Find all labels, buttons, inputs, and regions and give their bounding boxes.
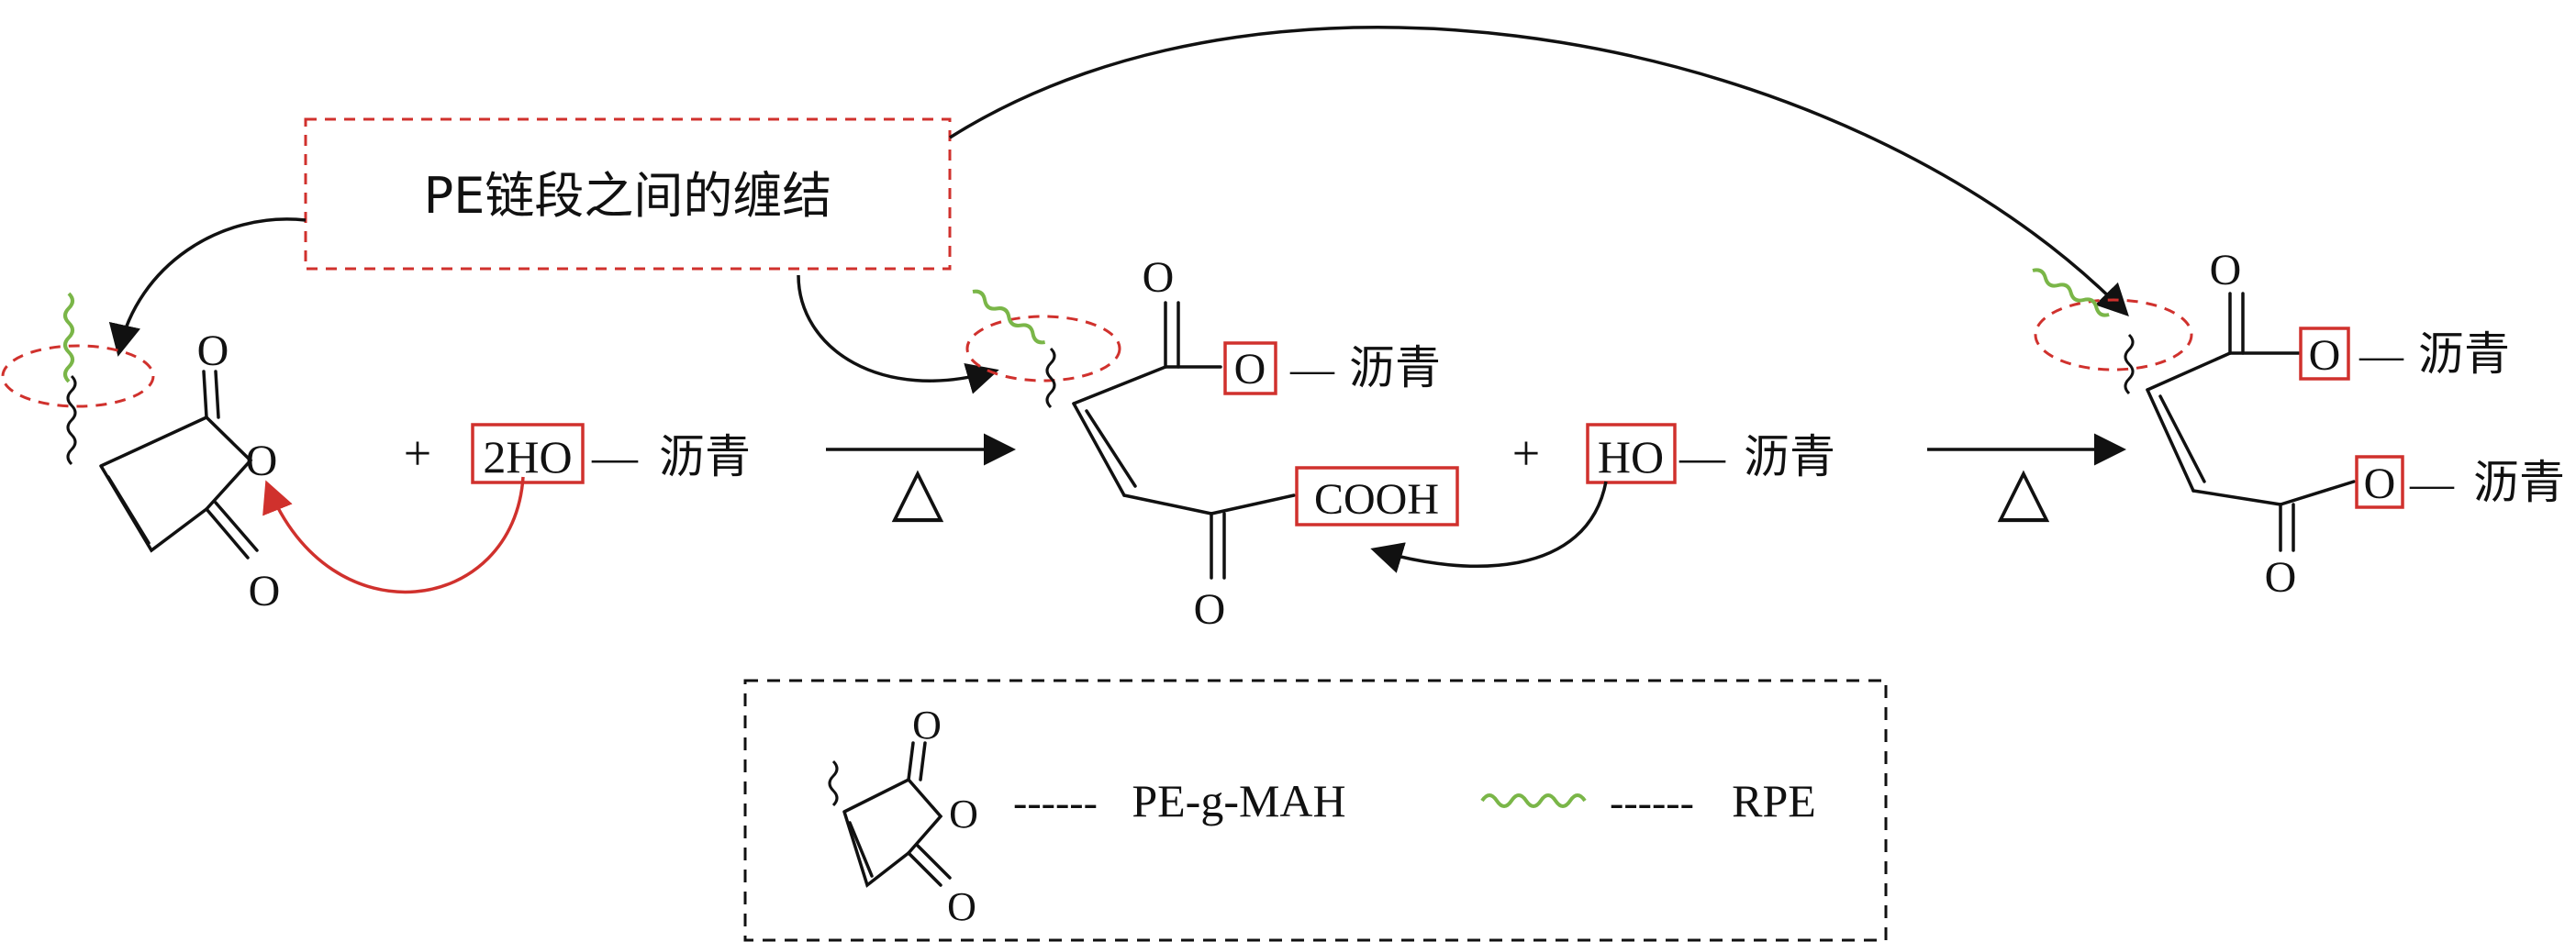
heat-symbol: △ [1998,454,2050,529]
bond-dash: — [591,431,639,482]
reagent-ho: HO [1598,431,1664,482]
highlight-box [471,423,585,484]
highlight-box [1295,466,1459,526]
cooh-label: COOH [1314,475,1439,524]
plus-sign: + [404,426,431,481]
o-label: O [249,567,281,615]
reagent-ho-asphalt: HO — 沥青 [1370,423,1835,573]
graft-site-ellipse-2 [965,315,1121,382]
pe-chain-2 [1045,347,1056,409]
callout-label: PE链段之间的缠结 [424,167,832,225]
legend: O O O ------ PE-g-MAH ------ RPE [743,679,1888,942]
o-label: O [1234,345,1266,393]
graft-site-ellipse-1 [1,344,155,408]
callout-arrow-left [108,217,307,357]
red-reaction-arrow [262,476,525,594]
anhydride-molecule-1: O O O [1,292,525,615]
legend-separator: ------ [1013,779,1098,826]
o-label: O [912,703,942,748]
asphalt-label: 沥青 [1349,341,1441,394]
intermediate-molecule: O O — 沥青 O COOH [965,253,1459,634]
callout-arrow-middle [797,274,999,394]
highlight-box [2299,327,2350,381]
legend-label-rpe: RPE [1732,775,1816,826]
reaction-arrow-curved [1370,481,1608,573]
highlight-box [2355,455,2404,509]
o-label: O [947,884,976,929]
entanglement-callout: PE链段之间的缠结 [304,117,952,271]
legend-anhydride-icon: O O O [828,703,978,929]
highlight-box [1223,341,1277,395]
o-label: O [2364,460,2396,508]
plus-sign: + [1512,426,1540,481]
o-label: O [246,437,278,485]
asphalt-label: 沥青 [659,430,751,483]
o-label: O [2210,246,2242,294]
legend-box [743,679,1888,942]
pe-chain-1 [66,374,77,466]
bond-dash: — [1289,345,1335,393]
bond-dash: — [2359,331,2404,380]
product-molecule: O O — 沥青 O O — 沥青 [2032,246,2565,602]
o-label: O [2309,331,2341,380]
o-label: O [197,327,229,375]
highlight-box [1586,423,1677,484]
bond-dash: — [1678,431,1726,482]
reagent-2ho-asphalt: 2HO — 沥青 [471,423,751,484]
asphalt-label: 沥青 [2418,327,2510,381]
legend-separator: ------ [1610,779,1694,826]
pe-chain-3 [2124,333,2135,395]
bond-dash: — [2409,460,2455,508]
o-label: O [1194,585,1226,634]
graft-site-ellipse-3 [2034,298,2193,371]
heat-symbol: △ [892,454,944,529]
rpe-chain-3 [2032,268,2110,317]
legend-rpe-icon [1480,793,1587,808]
legend-label-pe-g-mah: PE-g-MAH [1132,775,1345,826]
callout-box [304,117,952,271]
reagent-2ho: 2HO [483,431,572,482]
asphalt-label: 沥青 [1744,430,1835,483]
rpe-chain-2 [972,289,1045,345]
o-label: O [2265,553,2297,602]
o-label: O [949,792,978,837]
callout-arrow-right [949,25,2129,316]
rpe-chain-1 [63,292,74,383]
asphalt-label: 沥青 [2473,456,2565,509]
o-label: O [1143,253,1175,302]
